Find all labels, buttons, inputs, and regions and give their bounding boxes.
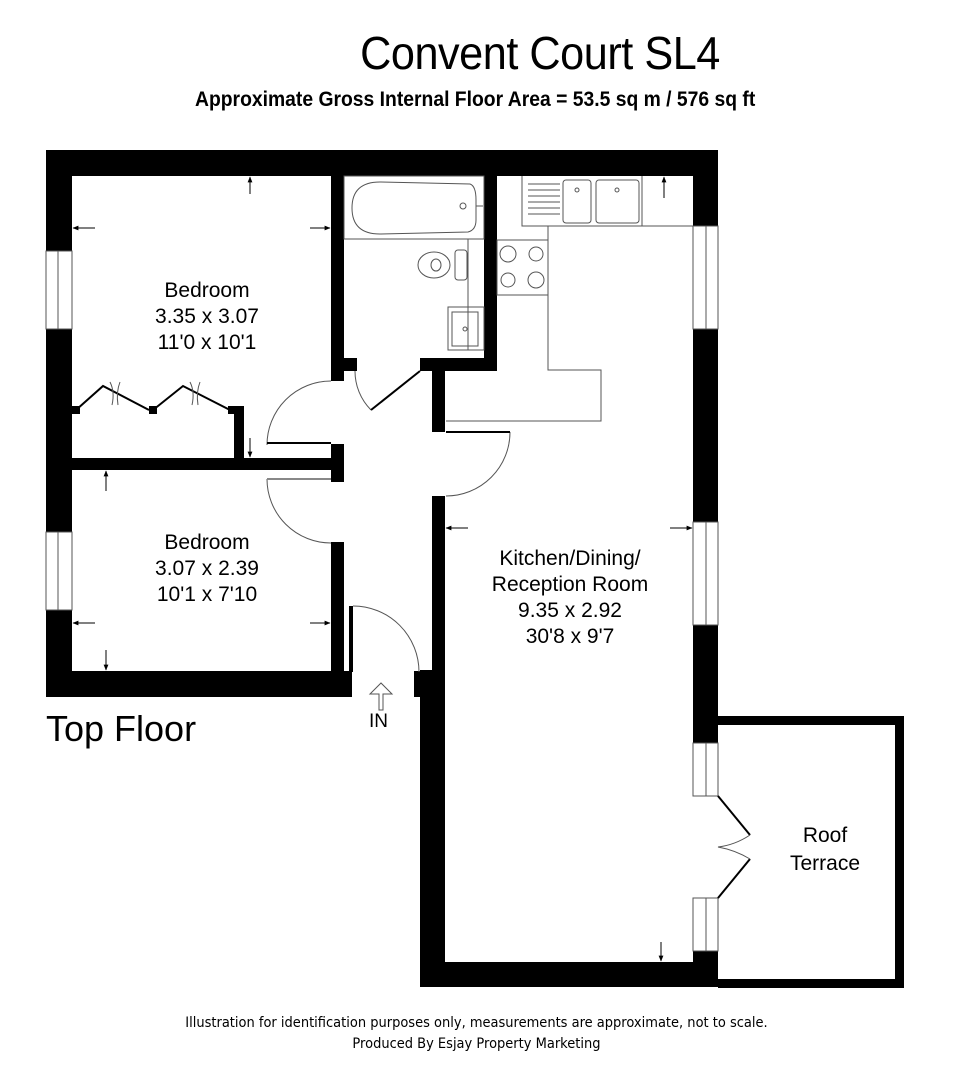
walls: [46, 150, 904, 988]
entrance-label: IN: [369, 711, 388, 732]
room-name-line-1: Kitchen/Dining/: [499, 547, 641, 570]
room-name-line-2: Reception Room: [491, 573, 649, 596]
room-imperial: 10'1 x 7'10: [156, 583, 258, 606]
room-metric: 3.35 x 3.07: [155, 305, 259, 328]
room-imperial: 30'8 x 9'7: [525, 625, 615, 648]
room-name: Bedroom: [164, 279, 250, 302]
room-label-bedroom-1: Bedroom 3.35 x 3.07 11'0 x 10'1: [100, 278, 314, 356]
doors: [75, 370, 751, 899]
fixtures: [343, 175, 693, 422]
room-label-kitchen-dining-reception: Kitchen/Dining/ Reception Room 9.35 x 2.…: [450, 546, 690, 650]
room-name: Bedroom: [164, 531, 250, 554]
footer: Illustration for identification purposes…: [33, 1013, 919, 1055]
disclaimer-text: Illustration for identification purposes…: [185, 1015, 768, 1031]
room-name-line-2: Terrace: [789, 852, 861, 875]
plan-title: Convent Court SL4: [360, 27, 720, 79]
room-name-line-1: Roof: [802, 824, 848, 847]
room-label-roof-terrace: Roof Terrace: [760, 822, 890, 878]
room-metric: 3.07 x 2.39: [155, 557, 259, 580]
room-metric: 9.35 x 2.92: [518, 599, 622, 622]
room-imperial: 11'0 x 10'1: [157, 331, 257, 354]
credit-text: Produced By Esjay Property Marketing: [352, 1036, 601, 1052]
floor-area-subtitle: Approximate Gross Internal Floor Area = …: [195, 88, 756, 111]
room-label-bedroom-2: Bedroom 3.07 x 2.39 10'1 x 7'10: [100, 530, 314, 608]
dimension-arrows: [72, 176, 693, 962]
entrance-arrow-icon: [368, 682, 394, 711]
floor-label: Top Floor: [46, 708, 197, 749]
windows: [45, 225, 719, 952]
